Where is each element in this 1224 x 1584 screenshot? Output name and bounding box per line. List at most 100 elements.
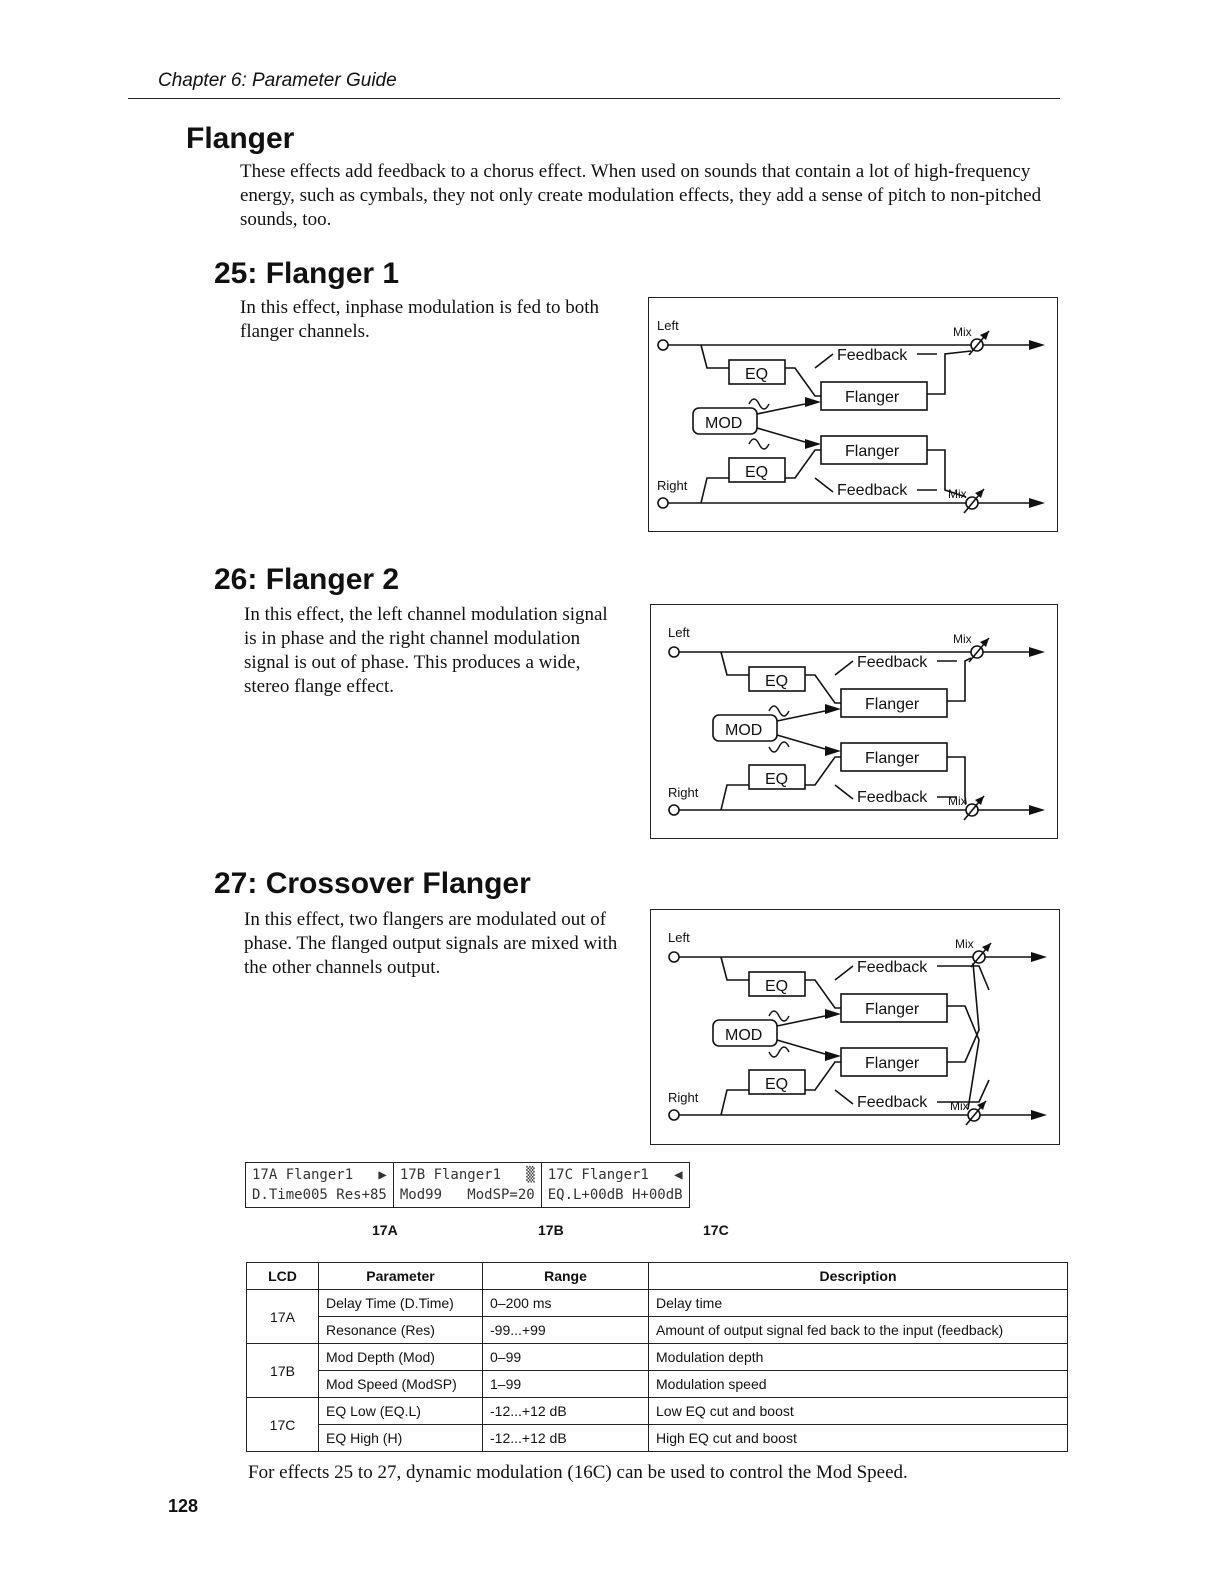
mod-to-flanger-left-line (756, 403, 806, 415)
eq-left-block (728, 359, 786, 385)
page-number: 128 (168, 1496, 199, 1516)
mod-label: MOD (725, 1027, 762, 1044)
lcd-label-17c: 17C (703, 1222, 729, 1238)
flanger-right-label: Flanger (865, 750, 920, 767)
table-row: 17A Delay Time (D.Time) 0–200 ms Delay t… (246, 1289, 1068, 1344)
modulation-wave-icon (768, 705, 790, 717)
column-header-range: Range (482, 1262, 649, 1290)
left-to-eq-line (720, 956, 749, 981)
right-input-jack-icon (657, 497, 669, 509)
modulation-wave-icon (768, 1010, 790, 1022)
feedback-left-line (834, 660, 854, 676)
eq-to-flanger-line (785, 367, 821, 397)
right-input-jack-icon (668, 1109, 680, 1121)
left-output-path (947, 657, 972, 702)
description-cell: High EQ cut and boost (648, 1424, 1068, 1452)
eq-right-block (748, 764, 806, 790)
right-output-path (947, 756, 967, 805)
eq-to-flanger-line (805, 979, 841, 1009)
eq-left-label: EQ (745, 366, 768, 383)
mix-knob-icon (975, 796, 984, 805)
mix-knob-icon (975, 489, 984, 498)
right-to-eq-line (700, 477, 729, 504)
modulation-wave-icon (768, 741, 790, 753)
flanger-left-block (840, 993, 948, 1023)
column-header-description: Description (648, 1262, 1068, 1290)
lcd-line: Mod99 ModSP=20 (399, 1187, 535, 1203)
lcd-line: EQ.L+00dB H+00dB (547, 1187, 683, 1203)
right-output-arrow (1029, 498, 1045, 508)
right-to-eq-line (720, 784, 749, 811)
modulation-wave-icon (748, 438, 770, 450)
feedback-right-label: Feedback (857, 1094, 928, 1111)
eq-right-label: EQ (765, 771, 788, 788)
mod-arrow (825, 746, 841, 756)
right-label: Right (657, 478, 688, 493)
description-cell: Low EQ cut and boost (648, 1397, 1068, 1425)
effect-25-description: In this effect, inphase modulation is fe… (240, 297, 599, 342)
mix-knob-icon (980, 331, 989, 340)
lcd-label-17b: 17B (538, 1222, 564, 1238)
mix-right-label: Mix (950, 1099, 969, 1113)
parameter-cell: Mod Depth (Mod) (318, 1343, 483, 1371)
range-cell: -12...+12 dB (482, 1397, 649, 1425)
right-output-arrow (1029, 805, 1045, 815)
right-output-path (927, 449, 967, 498)
description-cell: Amount of output signal fed back to the … (648, 1316, 1068, 1344)
range-cell: 0–200 ms (482, 1289, 649, 1317)
effect-27-title: 27: Crossover Flanger (214, 867, 531, 900)
range-cell: -99...+99 (482, 1316, 649, 1344)
feedback-right-line (834, 784, 854, 800)
mod-block (692, 407, 758, 435)
description-cell: Delay time (648, 1289, 1068, 1317)
eq-left-block (748, 666, 806, 692)
mix-left-label: Mix (953, 325, 972, 339)
flanger-left-block (840, 688, 948, 718)
left-input-jack-icon (668, 951, 680, 963)
table-row: Resonance (Res) -99...+99 Amount of outp… (247, 1316, 1068, 1344)
parameter-cell: EQ Low (EQ.L) (318, 1397, 483, 1425)
range-cell: -12...+12 dB (482, 1424, 649, 1452)
left-output-arrow (1029, 647, 1045, 657)
left-to-eq-line (700, 344, 729, 369)
section-title: Flanger (186, 122, 295, 155)
parameter-cell: EQ High (H) (318, 1424, 483, 1452)
cross-output-line (947, 1005, 980, 1110)
mod-arrow (825, 704, 841, 714)
eq-to-flanger-line (805, 674, 841, 704)
range-cell: 0–99 (482, 1343, 649, 1371)
table-header-row: LCD Parameter Range Description (246, 1262, 1068, 1290)
eq-right-block (748, 1069, 806, 1095)
parameter-cell: Resonance (Res) (318, 1316, 483, 1344)
lcd-line: 17C Flanger1 ◀ (547, 1167, 683, 1183)
feedback-left-line (814, 353, 834, 369)
eq-left-block (748, 971, 806, 997)
lcd-cell: 17C (246, 1397, 319, 1452)
feedback-right-line (834, 1089, 854, 1105)
lcd-display-row: 17A Flanger1 ▶D.Time005 Res+85 17B Flang… (245, 1162, 690, 1208)
lcd-label-17a: 17A (372, 1222, 398, 1238)
mod-to-flanger-right-line (776, 1039, 826, 1055)
table-row: 17B Mod Depth (Mod) 0–99 Modulation dept… (246, 1343, 1068, 1398)
mix-knob-icon (977, 1101, 986, 1110)
mod-label: MOD (725, 722, 762, 739)
feedback-left-label: Feedback (857, 654, 928, 671)
parameter-cell: Mod Speed (ModSP) (318, 1370, 483, 1398)
description-cell: Modulation speed (648, 1370, 1068, 1398)
range-cell: 1–99 (482, 1370, 649, 1398)
flanger-left-label: Flanger (845, 389, 900, 406)
feedback-right-line (814, 477, 834, 493)
flanger-right-block (840, 742, 948, 772)
column-header-parameter: Parameter (318, 1262, 483, 1290)
lcd-line: D.Time005 Res+85 (252, 1187, 387, 1203)
flanger-right-label: Flanger (865, 1055, 920, 1072)
modulation-wave-icon (768, 1046, 790, 1058)
right-to-eq-line (720, 1089, 749, 1116)
eq-to-flanger-line (805, 756, 841, 786)
header-divider (128, 98, 1060, 99)
left-input-jack-icon (668, 646, 680, 658)
mod-arrow (825, 1051, 841, 1061)
column-header-lcd: LCD (246, 1262, 319, 1290)
eq-right-label: EQ (765, 1076, 788, 1093)
